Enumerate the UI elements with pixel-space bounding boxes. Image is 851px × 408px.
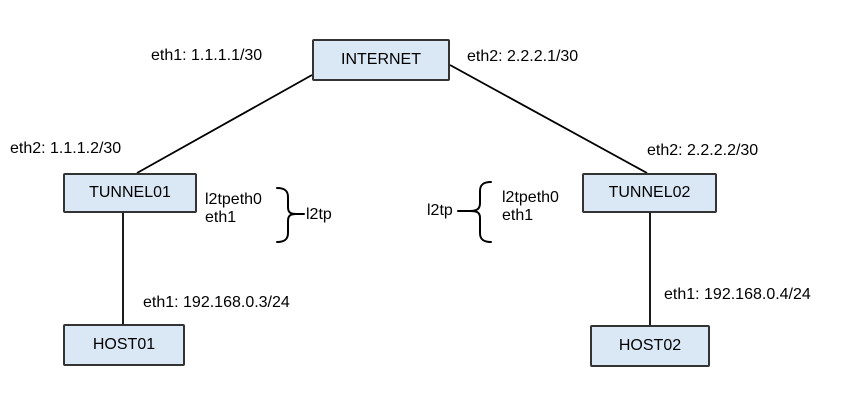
l2tp-left-brace-icon — [276, 187, 305, 243]
node-host01-label: HOST01 — [92, 336, 156, 353]
l2tp-left-label: l2tp — [306, 206, 332, 223]
node-tunnel01-label: TUNNEL01 — [89, 184, 171, 201]
l2tp-right-interfaces: l2tpeth0 eth1 — [502, 189, 559, 225]
edge-internet-tunnel01 — [136, 74, 313, 174]
l2tp-right-brace-icon — [457, 181, 492, 243]
node-internet: INTERNET — [312, 39, 450, 81]
l2tp-right-interface-2: eth1 — [502, 207, 534, 224]
node-internet-label: INTERNET — [341, 51, 421, 68]
l2tp-left-interface-2: eth1 — [205, 209, 237, 226]
l2tp-left-interface-1: l2tpeth0 — [205, 191, 262, 208]
node-host02-label: HOST02 — [618, 337, 682, 354]
label-host01-eth1: eth1: 192.168.0.3/24 — [143, 294, 290, 311]
l2tp-right-interface-1: l2tpeth0 — [502, 189, 559, 206]
node-host01: HOST01 — [63, 324, 185, 366]
node-tunnel01: TUNNEL01 — [63, 173, 197, 213]
label-internet-eth1: eth1: 1.1.1.1/30 — [151, 47, 263, 64]
label-host02-eth1: eth1: 192.168.0.4/24 — [664, 286, 811, 303]
label-tunnel02-eth2: eth2: 2.2.2.2/30 — [647, 142, 759, 159]
edge-internet-tunnel02 — [449, 64, 648, 174]
label-internet-eth2: eth2: 2.2.2.1/30 — [467, 48, 579, 65]
l2tp-right-label: l2tp — [427, 202, 453, 219]
l2tp-left-interfaces: l2tpeth0 eth1 — [205, 191, 262, 227]
label-tunnel01-eth2: eth2: 1.1.1.2/30 — [10, 140, 122, 157]
node-host02: HOST02 — [590, 325, 710, 367]
node-tunnel02-label: TUNNEL02 — [608, 184, 691, 201]
node-tunnel02: TUNNEL02 — [582, 173, 717, 213]
